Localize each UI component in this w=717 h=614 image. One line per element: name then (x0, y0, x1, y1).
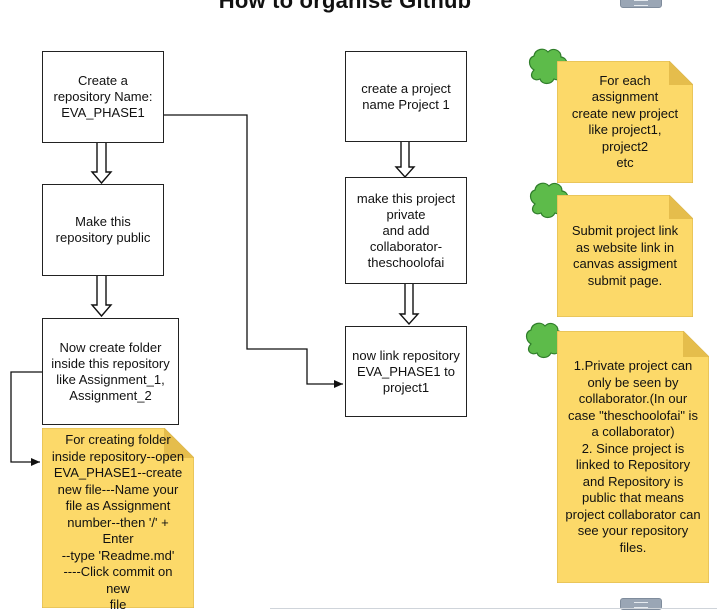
arrow-repo-to-public (90, 141, 113, 185)
sticky-note-shape (557, 195, 693, 317)
box-link-repository[interactable]: now link repository EVA_PHASE1 to projec… (345, 326, 467, 417)
sticky-note-shape (557, 331, 709, 583)
note-each-assignment[interactable]: For each assignment create new project l… (557, 61, 693, 183)
note-folder-steps-text: For creating folder inside repository--o… (51, 432, 185, 613)
box-create-repository[interactable]: Create a repository Name: EVA_PHASE1 (42, 51, 164, 143)
connector-repo-to-link (161, 100, 343, 388)
note-submit-link[interactable]: Submit project link as website link in c… (557, 195, 693, 317)
note-folder-steps[interactable]: For creating folder inside repository--o… (42, 428, 194, 612)
sticky-note-shape (557, 61, 693, 183)
sticky-note-shape (42, 428, 194, 608)
note-each-assignment-text: For each assignment create new project l… (571, 72, 679, 171)
note-private-info-text: 1.Private project can only be seen by co… (565, 358, 701, 555)
diagram-title: How to organise Github (218, 0, 472, 13)
box-create-project[interactable]: create a project name Project 1 (345, 51, 467, 142)
bottom-divider (270, 608, 717, 609)
connector-folder-to-note (10, 371, 43, 466)
box-make-private[interactable]: make this project private and add collab… (345, 177, 467, 284)
scroll-handle-bottom-icon[interactable] (620, 598, 662, 610)
scroll-handle-top-icon[interactable] (620, 0, 662, 8)
note-private-info[interactable]: 1.Private project can only be seen by co… (557, 331, 709, 583)
box-make-public[interactable]: Make this repository public (42, 184, 164, 276)
note-submit-link-text: Submit project link as website link in c… (571, 223, 679, 288)
box-create-folder[interactable]: Now create folder inside this repository… (42, 318, 179, 425)
